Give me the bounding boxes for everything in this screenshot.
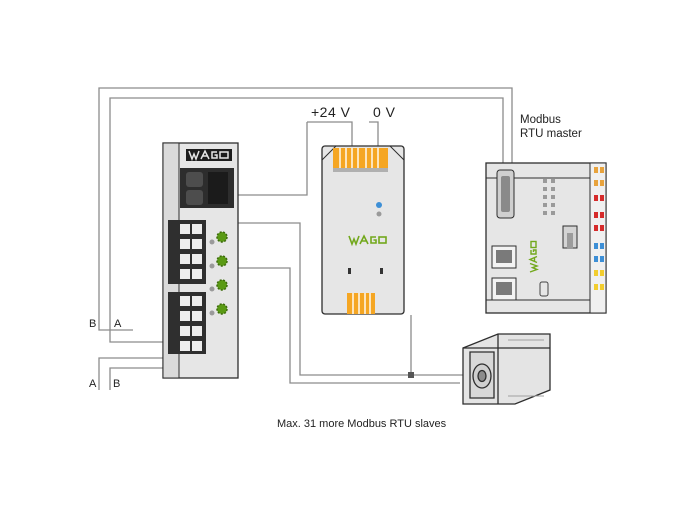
led-green-4	[216, 303, 228, 315]
controller-status-leds	[209, 231, 228, 316]
master-logo	[528, 240, 540, 273]
supply-zero-wire	[369, 121, 379, 146]
controller-terminal-block-1	[168, 220, 206, 284]
power-supply-device	[321, 145, 405, 315]
bus-wire-outer	[98, 87, 513, 331]
supply-positive-tap	[307, 121, 353, 146]
master-mode-switch	[567, 233, 573, 249]
power-supply-top-connector	[333, 148, 388, 168]
controller-motor-wire	[238, 267, 460, 384]
power-supply-bottom-connector	[347, 293, 375, 314]
master-terminal-indicators	[594, 167, 604, 290]
upper-bus-b-label: B	[89, 318, 97, 330]
slaves-footnote: Max. 31 more Modbus RTU slaves	[277, 418, 447, 430]
master-label-line2: RTU master	[520, 128, 582, 140]
modbus-master-device	[485, 162, 607, 314]
controller-logo	[186, 149, 232, 162]
servo-motor	[462, 333, 551, 405]
led-green-2	[216, 255, 228, 267]
led-green-1	[216, 231, 228, 243]
upper-bus-a-label: A	[114, 318, 122, 330]
modbus-controller-device	[162, 142, 239, 379]
lower-bus-wire-a	[98, 357, 163, 390]
lower-bus-wire-b	[109, 367, 163, 390]
controller-supply-wire	[238, 222, 411, 376]
supply-zero-label: 0 V	[373, 104, 396, 120]
power-indicator-led	[376, 202, 382, 208]
wire-junction	[408, 372, 414, 378]
supply-positive-wire	[238, 122, 308, 196]
master-label-line1: Modbus	[520, 114, 561, 126]
supply-positive-label: +24 V	[311, 104, 351, 120]
lower-bus-b-label: B	[113, 378, 121, 390]
bus-wire-inner	[109, 97, 504, 343]
wires	[98, 87, 513, 390]
motor-shaft	[477, 369, 487, 383]
controller-terminal-block-2	[168, 292, 206, 354]
lower-bus-a-label: A	[89, 378, 97, 390]
power-supply-logo	[348, 234, 387, 247]
master-led-matrix	[543, 179, 555, 215]
led-green-3	[216, 279, 228, 291]
